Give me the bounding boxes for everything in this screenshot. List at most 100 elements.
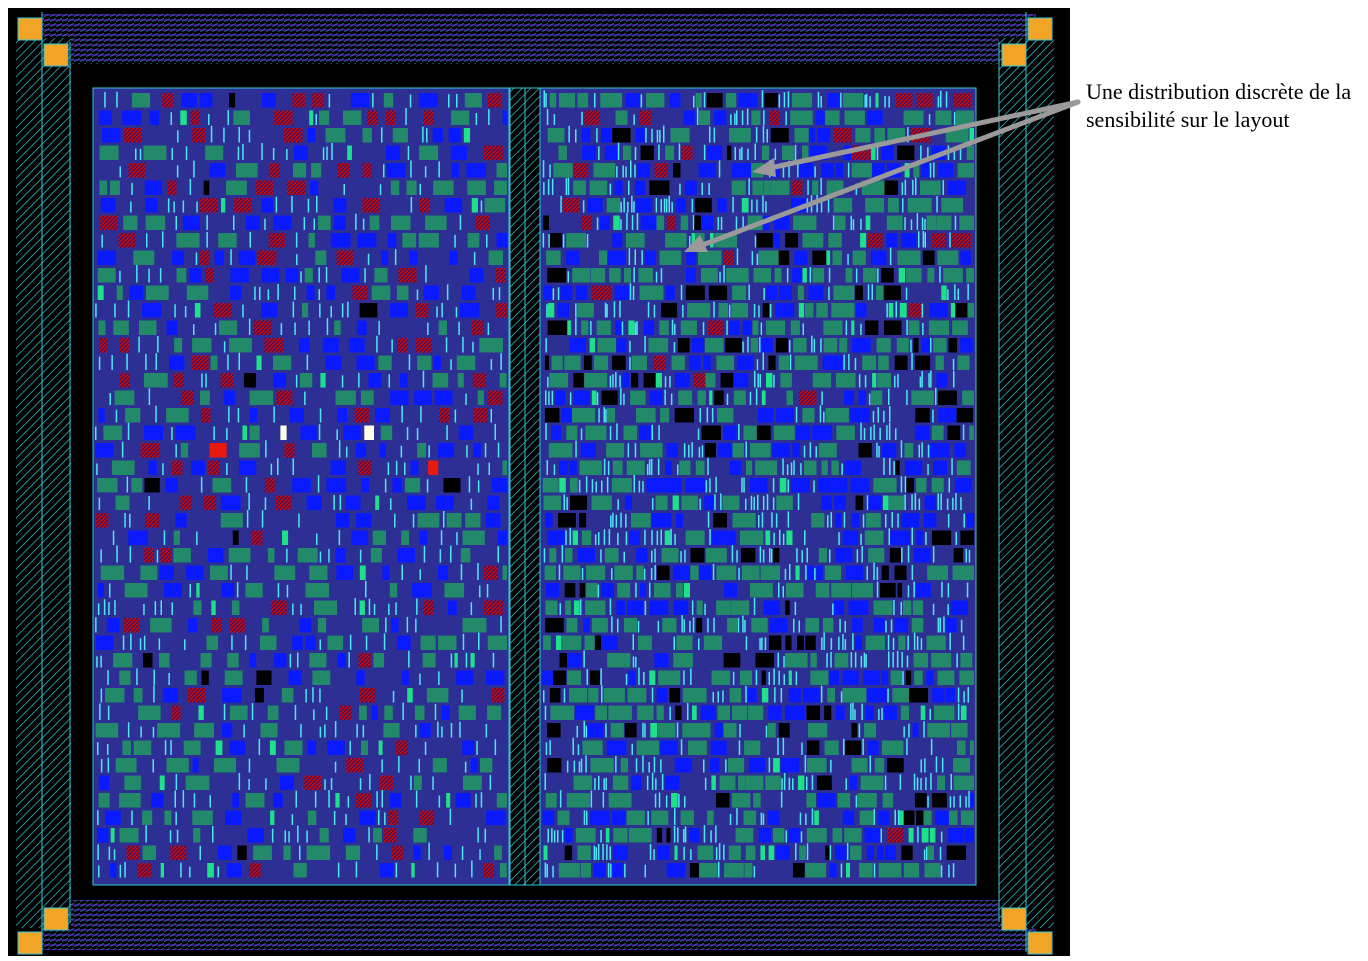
std-cell — [261, 198, 274, 213]
std-cell — [98, 408, 105, 423]
std-cell — [408, 650, 410, 668]
std-cell — [133, 688, 143, 703]
std-cell — [500, 616, 502, 633]
std-cell — [566, 233, 587, 248]
std-cell — [881, 145, 894, 160]
std-cell — [341, 375, 344, 388]
std-cell — [802, 268, 807, 283]
std-cell — [97, 810, 99, 825]
std-cell — [661, 303, 678, 318]
std-cell — [718, 303, 728, 318]
std-cell — [763, 180, 771, 195]
std-cell — [883, 410, 885, 423]
std-cell — [492, 652, 495, 668]
std-cell — [696, 107, 699, 125]
std-cell — [203, 495, 216, 510]
std-cell — [227, 653, 239, 668]
std-cell — [153, 669, 155, 685]
std-cell — [494, 845, 502, 860]
std-cell — [406, 180, 417, 195]
std-cell — [551, 425, 562, 440]
std-cell — [717, 217, 719, 230]
std-cell — [172, 250, 184, 265]
std-cell — [361, 740, 368, 755]
std-cell — [877, 407, 879, 423]
std-cell — [130, 633, 132, 650]
std-cell — [434, 704, 437, 720]
std-cell — [957, 163, 974, 178]
std-cell — [286, 180, 306, 195]
std-cell — [227, 110, 229, 125]
std-cell — [929, 162, 932, 178]
std-cell — [402, 670, 409, 685]
std-cell — [294, 322, 296, 335]
std-cell — [298, 513, 300, 528]
std-cell — [196, 531, 198, 545]
std-cell — [704, 338, 724, 353]
std-cell — [720, 373, 734, 388]
std-cell — [230, 268, 249, 283]
std-cell — [145, 825, 147, 843]
std-cell — [378, 320, 380, 335]
std-cell — [631, 195, 633, 213]
std-cell — [494, 423, 496, 440]
std-cell — [142, 810, 153, 825]
std-cell — [226, 463, 228, 475]
std-cell — [449, 808, 452, 825]
std-cell — [140, 565, 158, 580]
std-cell — [855, 268, 858, 283]
std-cell — [107, 705, 110, 720]
std-cell — [299, 373, 313, 388]
std-cell — [444, 198, 463, 213]
std-cell — [871, 145, 876, 160]
std-cell — [109, 583, 111, 598]
std-cell — [98, 497, 101, 510]
std-cell — [559, 93, 576, 108]
std-cell — [289, 408, 304, 423]
std-cell — [138, 705, 161, 720]
std-cell — [695, 198, 712, 213]
std-cell — [446, 284, 449, 300]
std-cell — [933, 162, 935, 178]
std-cell — [862, 355, 877, 370]
std-cell — [306, 354, 309, 370]
std-cell — [450, 145, 467, 160]
std-cell — [952, 358, 955, 370]
std-cell — [275, 196, 278, 213]
std-cell — [461, 846, 464, 860]
std-cell — [388, 810, 399, 825]
std-cell — [103, 599, 106, 615]
top-power-ring — [42, 14, 1036, 64]
std-cell — [677, 338, 690, 353]
std-cell — [167, 180, 177, 195]
std-cell — [731, 303, 748, 318]
std-cell — [367, 253, 370, 265]
std-cell — [319, 408, 322, 423]
std-cell — [628, 248, 631, 265]
std-cell — [827, 199, 830, 213]
std-cell — [288, 670, 302, 685]
std-cell — [679, 183, 681, 195]
std-cell — [488, 250, 503, 265]
std-cell — [726, 268, 749, 283]
std-cell — [904, 163, 910, 178]
std-cell — [205, 145, 224, 160]
std-cell — [856, 303, 867, 318]
std-cell — [918, 231, 920, 248]
std-cell — [751, 110, 761, 125]
std-cell — [953, 148, 956, 160]
std-cell — [299, 338, 310, 353]
std-cell — [359, 778, 362, 790]
std-cell — [865, 215, 871, 230]
std-cell — [275, 495, 291, 510]
std-cell — [631, 373, 639, 388]
std-cell — [499, 373, 507, 388]
std-cell — [817, 91, 820, 108]
std-cell — [439, 408, 450, 423]
std-cell — [580, 428, 583, 440]
std-cell — [98, 356, 101, 370]
std-cell — [612, 233, 623, 248]
std-cell — [111, 355, 113, 370]
std-cell — [185, 775, 210, 790]
std-cell — [458, 705, 476, 720]
